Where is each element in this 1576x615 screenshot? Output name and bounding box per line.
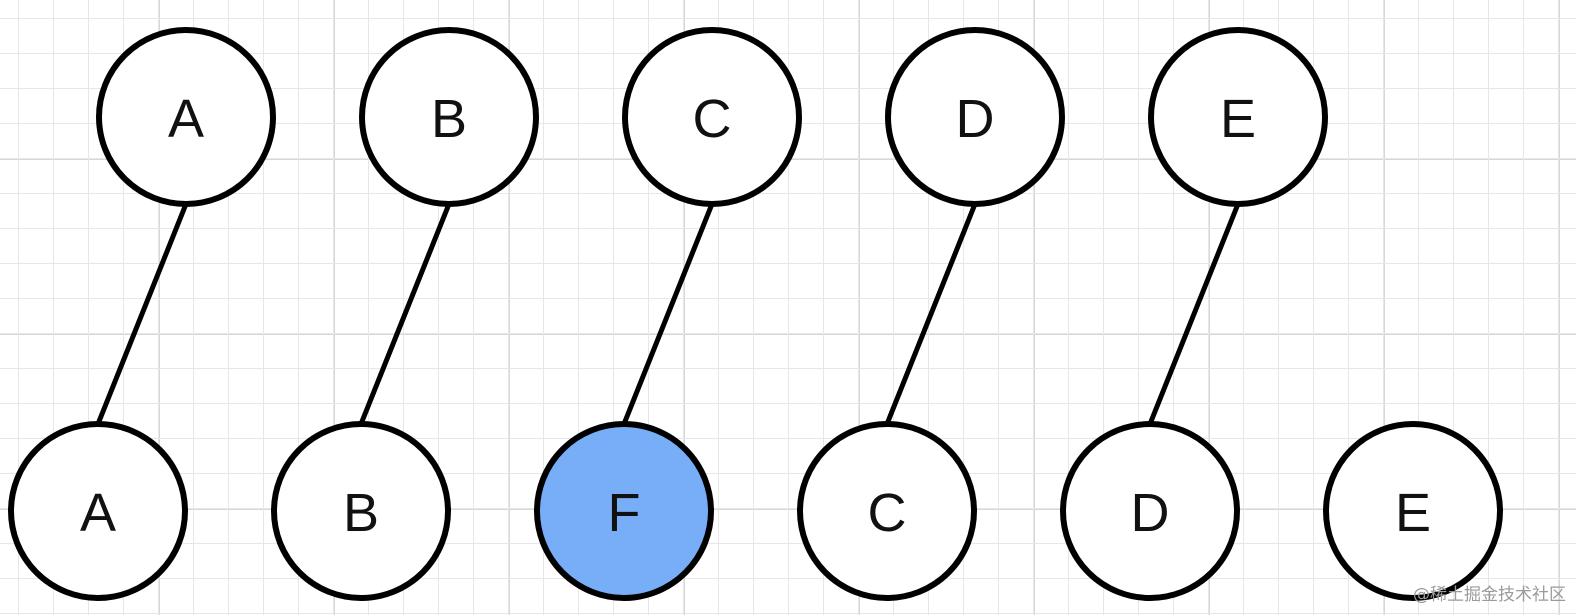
node-new-b: B (271, 421, 451, 601)
old-node-label: C (693, 89, 732, 149)
new-node-circle (1323, 421, 1503, 601)
edge-old-c-to-new-f (621, 201, 715, 427)
node-new-e: E (1323, 421, 1503, 601)
new-node-label: F (608, 483, 641, 543)
nodes-layer: A B C D E A B F C D E (8, 27, 1503, 601)
edge-old-b-to-new-b (358, 201, 452, 427)
old-node-label: A (168, 89, 204, 149)
new-node-label: E (1395, 483, 1431, 543)
old-node-circle (1148, 27, 1328, 207)
edge-old-d-to-new-c (884, 201, 978, 427)
node-new-f: F (534, 421, 714, 601)
new-node-label: C (868, 483, 907, 543)
node-new-c: C (797, 421, 977, 601)
node-old-d: D (885, 27, 1065, 207)
node-new-d: D (1060, 421, 1240, 601)
new-node-circle (271, 421, 451, 601)
node-old-e: E (1148, 27, 1328, 207)
old-node-label: E (1220, 89, 1256, 149)
new-node-label: D (1131, 483, 1170, 543)
old-node-circle (96, 27, 276, 207)
edge-old-a-to-new-a (95, 201, 189, 427)
old-node-label: D (956, 89, 995, 149)
node-new-a: A (8, 421, 188, 601)
old-node-circle (622, 27, 802, 207)
edges-layer (95, 201, 1241, 427)
new-node-circle (534, 421, 714, 601)
new-node-label: A (80, 483, 116, 543)
old-node-circle (359, 27, 539, 207)
old-node-label: B (431, 89, 467, 149)
new-node-label: B (343, 483, 379, 543)
node-old-b: B (359, 27, 539, 207)
new-node-circle (797, 421, 977, 601)
watermark-text: @稀土掘金技术社区 (1413, 585, 1566, 605)
edge-old-e-to-new-d (1147, 201, 1241, 427)
old-node-circle (885, 27, 1065, 207)
node-old-a: A (96, 27, 276, 207)
node-old-c: C (622, 27, 802, 207)
new-node-circle (1060, 421, 1240, 601)
new-node-circle (8, 421, 188, 601)
